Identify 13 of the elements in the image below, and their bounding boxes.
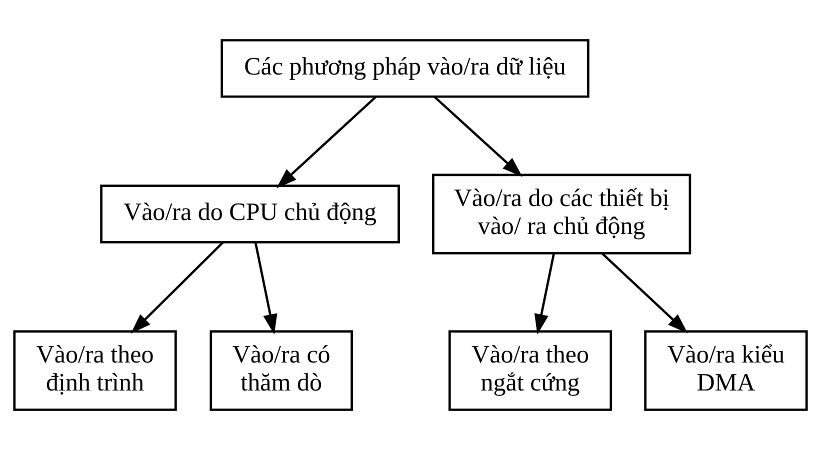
node-box: Vào/ra do các thiết bị vào/ ra chủ động — [432, 174, 692, 254]
arrow — [434, 96, 522, 177]
arrow — [130, 242, 224, 334]
node-box: Vào/ra có thăm dò — [210, 330, 353, 411]
arrow — [276, 96, 377, 188]
node-box: Vào/ra theo định trình — [13, 330, 177, 411]
node-box: Các phương pháp vào/ra dữ liệu — [220, 39, 590, 98]
arrow — [601, 252, 688, 334]
node-box: Vào/ra theo ngắt cứng — [448, 330, 612, 411]
arrow — [534, 253, 555, 334]
arrow — [254, 242, 278, 335]
node-box: Vào/ra kiểu DMA — [644, 330, 808, 411]
node-box: Vào/ra do CPU chủ động — [100, 184, 400, 244]
